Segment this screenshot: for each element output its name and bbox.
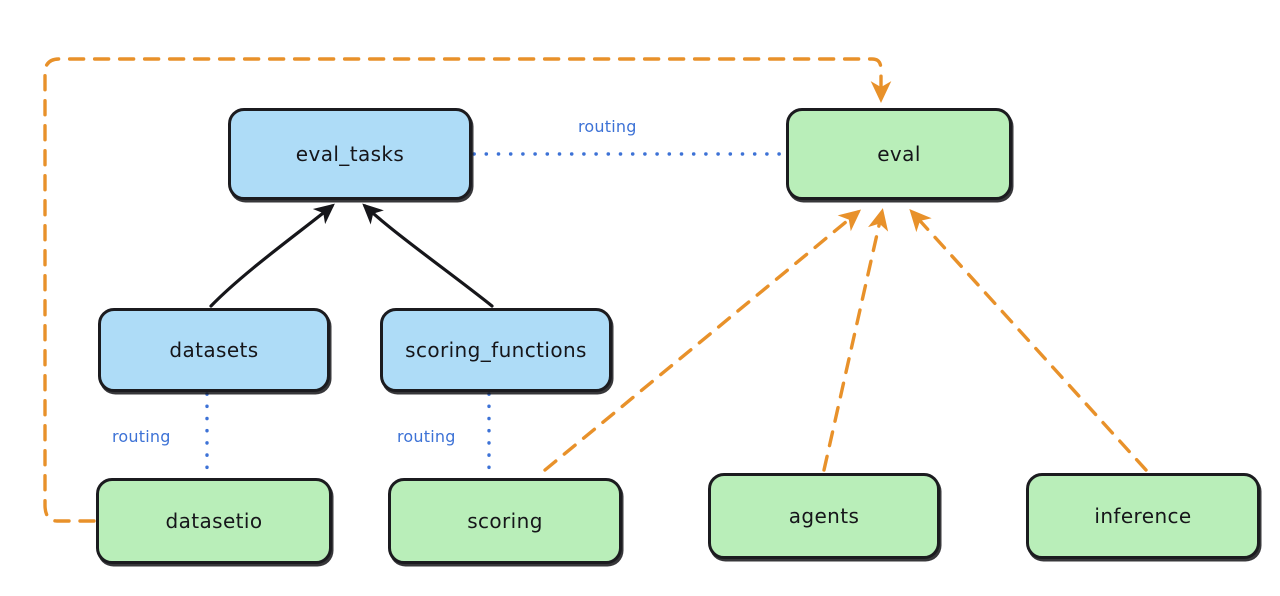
node-agents[interactable]: agents [708,473,940,559]
node-label: datasets [169,338,259,362]
node-label: inference [1094,504,1192,528]
edge-label-routing-scoring-functions-scoring: routing [397,427,456,446]
edge-agents-eval [822,208,889,472]
node-scoring-functions[interactable]: scoring_functions [380,308,612,392]
edge-datasets-eval-tasks [209,203,335,308]
node-eval-tasks[interactable]: eval_tasks [228,108,472,200]
node-datasets[interactable]: datasets [98,308,330,392]
edge-label-routing-datasets-datasetio: routing [112,427,171,446]
node-label: eval [877,142,921,166]
node-label: datasetio [165,509,263,533]
edge-inference-eval [909,209,1148,472]
node-label: eval_tasks [295,142,405,166]
node-label: agents [788,504,860,528]
node-scoring[interactable]: scoring [388,478,622,564]
node-inference[interactable]: inference [1026,473,1260,559]
node-eval[interactable]: eval [786,108,1012,200]
node-datasetio[interactable]: datasetio [96,478,332,564]
node-label: scoring_functions [405,338,587,362]
edge-scoring-functions-eval-tasks [362,203,494,308]
node-label: scoring [467,509,543,533]
edge-label-routing-eval-tasks-eval: routing [578,117,637,136]
